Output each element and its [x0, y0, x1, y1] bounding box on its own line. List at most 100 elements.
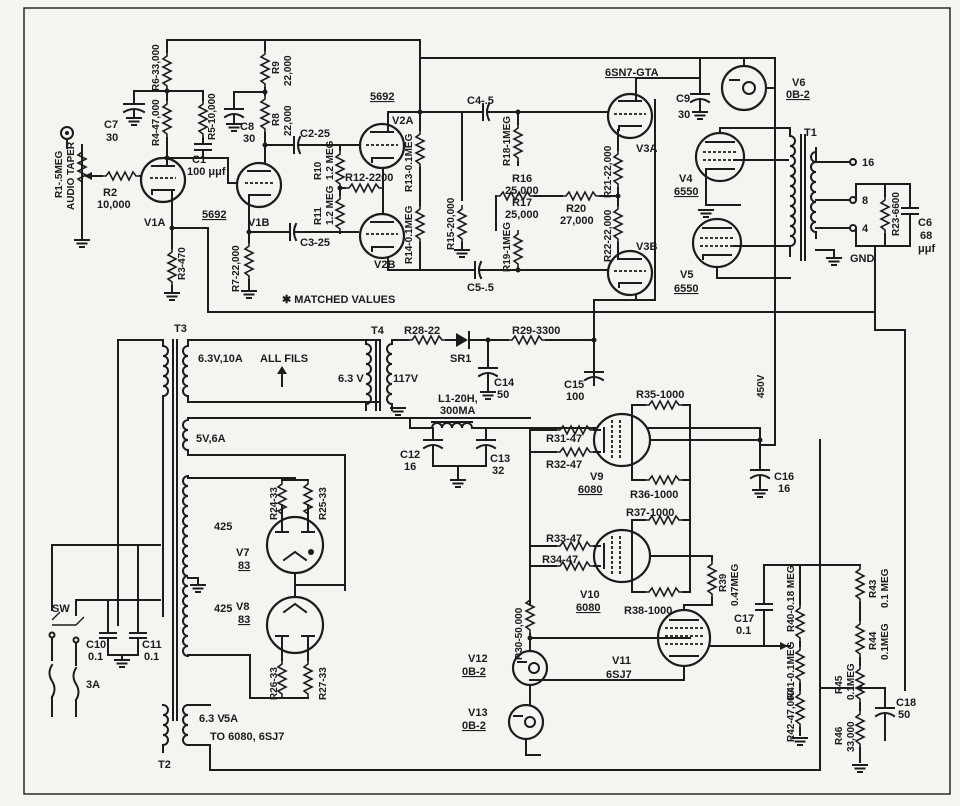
c10-c11-capacitors — [99, 544, 147, 668]
r22-label: R22-22,000 — [603, 209, 614, 262]
v3a-tube — [606, 77, 701, 140]
v12-regulator-tube — [511, 637, 549, 706]
c12-value: 16 — [404, 461, 416, 473]
c7-capacitor — [122, 90, 168, 126]
r38-label: R38-1000 — [624, 605, 672, 617]
r3-label: R3-470 — [177, 247, 188, 280]
v11-label: V11 — [612, 655, 631, 667]
r42-label: R42-47,000 — [786, 689, 797, 742]
t3-fils: 6.3V,10A — [198, 353, 243, 365]
c14-value: 50 — [497, 389, 509, 401]
c13-capacitor — [475, 427, 497, 467]
b-plus-rail — [166, 39, 776, 446]
r33-label: R33-47 — [546, 533, 582, 545]
c18-label: C18 — [896, 697, 916, 709]
c8-capacitor — [223, 91, 266, 132]
r17-value: 25,000 — [505, 209, 539, 221]
t2-to: TO 6080, 6SJ7 — [210, 731, 284, 743]
t3-425a: 425 — [214, 521, 232, 533]
c13-value: 32 — [492, 465, 504, 477]
v4-type: 6550 — [674, 186, 698, 198]
r44-value: 0.1MEG — [880, 623, 891, 660]
c5-capacitor — [419, 260, 613, 280]
r46-value: 33,000 — [846, 721, 857, 752]
v10-label: V10 — [580, 589, 600, 601]
v10-type: 6080 — [576, 602, 600, 614]
r1-volume-pot — [77, 147, 103, 187]
out8-label: 8 — [862, 195, 868, 207]
r29-label: R29-3300 — [512, 325, 560, 337]
c6-value1: 68 — [920, 230, 932, 242]
c6-label: C6 — [918, 217, 932, 229]
v9-type: 6080 — [578, 484, 602, 496]
r16-value: 25,000 — [505, 185, 539, 197]
c15-value: 100 — [566, 391, 584, 403]
out16-label: 16 — [862, 157, 874, 169]
sw-label: SW — [52, 603, 70, 615]
t2-label: T2 — [158, 759, 171, 771]
c9-value: 30 — [678, 109, 690, 121]
labels: R1-.5MEG AUDIO TAPER R2 10,000 V1A R6-33… — [52, 44, 935, 771]
v9-regulator-tube — [592, 412, 761, 468]
v7-label: V7 — [236, 547, 249, 559]
r8-value: 22,000 — [283, 105, 294, 136]
out4-label: 4 — [862, 223, 869, 235]
t3-label: T3 — [174, 323, 187, 335]
r1-label: R1-.5MEG — [54, 151, 65, 198]
t3-425b: 425 — [214, 603, 232, 615]
t4-secondary: 117V — [393, 373, 419, 385]
r16-label: R16 — [512, 173, 532, 185]
c11-value: 0.1 — [144, 651, 159, 663]
c3-capacitor — [248, 222, 359, 242]
t2-5a: 5A — [224, 713, 238, 725]
v11-type: 6SJ7 — [606, 669, 632, 681]
c1-capacitor — [164, 137, 212, 161]
gnd-label: GND — [850, 253, 875, 265]
t2-63v: 6.3 V — [199, 713, 225, 725]
v6-regulator-tube — [699, 57, 776, 112]
6sn7-label: 6SN7-GTA — [605, 67, 659, 79]
page-frame — [23, 7, 951, 795]
v5-output-tube — [691, 217, 791, 279]
c17-capacitor — [755, 564, 773, 647]
c16-label: C16 — [774, 471, 794, 483]
c4-label: C4-.5 — [467, 95, 494, 107]
r43-label: R43 — [868, 579, 879, 598]
r10-label: R10 — [313, 161, 324, 180]
r39-label: R39 — [718, 573, 729, 592]
c2-capacitor — [262, 135, 341, 155]
r45-value: 0.1MEG — [846, 663, 857, 700]
c12-label: C12 — [400, 449, 420, 461]
r7-label: R7-22,000 — [231, 245, 242, 292]
v8-label: V8 — [236, 601, 249, 613]
c4-capacitor — [419, 102, 611, 122]
v2b-label: V2B — [374, 259, 395, 271]
r27-label: R27-33 — [318, 667, 329, 700]
r24-label: R24-33 — [269, 487, 280, 520]
r40-label: R40-0.18 MEG — [786, 565, 797, 632]
c9-capacitor — [689, 77, 711, 120]
c8-value: 30 — [243, 133, 255, 145]
v8-rectifier-tube — [265, 595, 325, 661]
t3-5v: 5V,6A — [196, 433, 226, 445]
r8-label: R8 — [271, 113, 282, 126]
t3-power-transformer — [117, 339, 531, 721]
r21-label: R21-22,000 — [603, 145, 614, 198]
v12-type: 0B-2 — [462, 666, 486, 678]
v11-amplifier-tube — [656, 604, 791, 668]
l1-choke — [409, 421, 761, 430]
c9-label: C9 — [676, 93, 690, 105]
r15-label: R15-20,000 — [446, 197, 457, 250]
c7-label: C7 — [104, 119, 118, 131]
r35-label: R35-1000 — [636, 389, 684, 401]
r17-label: R17 — [512, 197, 532, 209]
r10-value: 1.2 MEG — [325, 140, 336, 180]
power-switch — [48, 544, 161, 666]
c10-label: C10 — [86, 639, 106, 651]
r20-label: R20 — [566, 203, 586, 215]
r23-label: R23-6600 — [891, 192, 902, 236]
t1-output-transformer — [789, 127, 857, 266]
v2a-tube — [358, 111, 421, 189]
c16-capacitor — [749, 427, 776, 498]
